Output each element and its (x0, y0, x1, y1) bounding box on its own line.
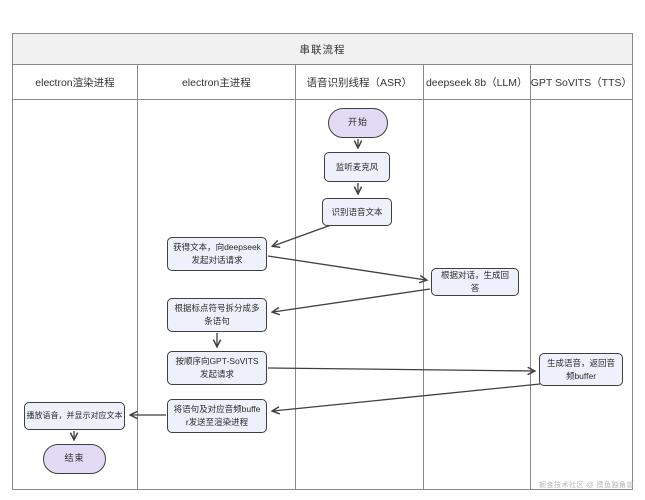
lane-divider (423, 100, 424, 489)
lane-header-asr: 语音识别线程（ASR） (296, 65, 424, 99)
lane-divider (137, 100, 138, 489)
flow-node-listen-mic: 监听麦克风 (324, 152, 390, 182)
diagram-title: 串联流程 (13, 34, 632, 65)
lane-header-llm: deepseek 8b（LLM） (424, 65, 531, 99)
lane-header-row: electron渲染进程 electron主进程 语音识别线程（ASR） dee… (13, 65, 632, 100)
flow-node-play-audio: 播放语音，并显示对应文本 (24, 402, 125, 430)
flow-node-end: 结束 (43, 444, 106, 474)
lane-divider (295, 100, 296, 489)
flow-node-generate-audio: 生成语音，返回音频buffer (539, 353, 623, 386)
flow-node-request-deepseek: 获得文本，向deepseek发起对话请求 (167, 237, 267, 271)
flow-node-start: 开始 (328, 108, 388, 138)
flow-node-recognize-text: 识别语音文本 (322, 198, 392, 226)
lane-header-tts: GPT SoVITS（TTS） (530, 76, 633, 89)
lane-divider (530, 100, 531, 489)
flow-node-generate-answer: 根据对话，生成回答 (431, 268, 519, 296)
lane-header-electron-main: electron主进程 (138, 65, 296, 99)
flow-node-split-sentences: 根据标点符号拆分成多条语句 (167, 298, 267, 332)
flow-node-request-sovits: 按顺序向GPT-SoVITS发起请求 (167, 351, 267, 385)
lane-header-electron-renderer: electron渲染进程 (13, 65, 138, 99)
flow-node-send-to-renderer: 将语句及对应音频buffer发送至渲染进程 (167, 399, 267, 433)
watermark: 掘金技术社区 @ 摸鱼独角兽 (539, 482, 634, 489)
